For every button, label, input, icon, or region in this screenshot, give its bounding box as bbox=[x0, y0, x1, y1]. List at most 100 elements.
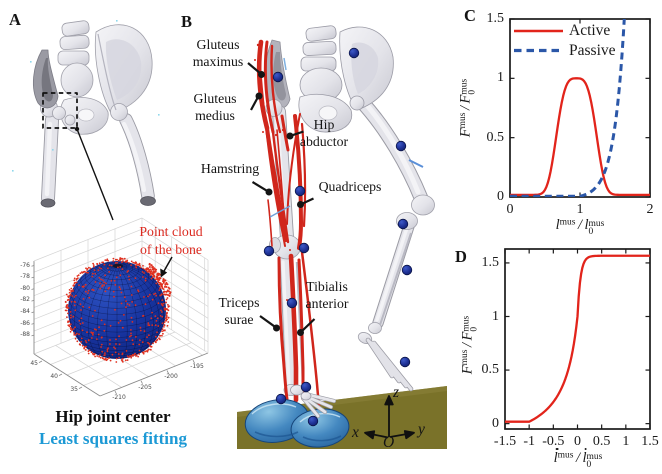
label-leader-lines-part bbox=[273, 324, 281, 332]
motion-capture-markers-part bbox=[272, 71, 284, 83]
point-cloud-part bbox=[99, 356, 102, 359]
label-leader-lines-part bbox=[255, 92, 263, 100]
point-cloud-part bbox=[88, 296, 91, 299]
point-cloud-part bbox=[158, 272, 161, 275]
leg-musculoskeletal-render-part bbox=[366, 338, 413, 391]
axis-label-y: y bbox=[418, 421, 425, 438]
muscle-lines-part bbox=[280, 114, 290, 152]
panel-label-b: B bbox=[181, 12, 193, 31]
motion-capture-markers-part bbox=[275, 393, 287, 405]
point-cloud-part bbox=[82, 305, 84, 308]
plot-d-xlabel-part-part: mus bbox=[586, 451, 603, 462]
point-cloud-part bbox=[98, 262, 101, 265]
x-tick-label: 0.5 bbox=[592, 434, 611, 449]
point-cloud-part bbox=[134, 262, 137, 265]
plot-c-xlabel-part: l bbox=[584, 217, 589, 233]
muscle-lines-part bbox=[293, 114, 303, 250]
feet-part bbox=[254, 431, 299, 438]
point-cloud-part bbox=[85, 271, 88, 274]
feet bbox=[244, 399, 350, 448]
point-cloud-part bbox=[159, 338, 161, 341]
muscle-lines-part bbox=[271, 130, 290, 244]
point-cloud-part bbox=[103, 263, 106, 266]
motion-capture-markers-part bbox=[397, 218, 409, 230]
point-cloud-part bbox=[106, 348, 109, 351]
point-cloud-part bbox=[153, 293, 155, 295]
point-cloud-part bbox=[148, 293, 151, 296]
point-cloud-part bbox=[155, 282, 158, 285]
plot-force-velocity bbox=[504, 248, 651, 430]
grid-line bbox=[141, 240, 209, 284]
point-cloud-part bbox=[129, 355, 131, 357]
sphere-y-tick: -205 bbox=[138, 383, 152, 391]
point-cloud-part bbox=[92, 262, 94, 265]
muscle-specks-part bbox=[269, 154, 271, 156]
tick bbox=[31, 288, 35, 290]
pelvis-3d-render-part-part bbox=[59, 34, 90, 51]
point-cloud-part bbox=[87, 339, 90, 342]
point-cloud-part bbox=[155, 335, 157, 338]
point-cloud-part bbox=[139, 339, 141, 341]
point-cloud-part bbox=[103, 281, 106, 284]
point-cloud-part bbox=[159, 314, 162, 317]
point-cloud-part bbox=[167, 286, 170, 289]
muscle-specks-part bbox=[289, 249, 291, 251]
point-cloud-part bbox=[151, 298, 154, 301]
pelvis-3d-render-part bbox=[140, 196, 156, 206]
point-cloud-part bbox=[121, 357, 124, 360]
leg-musculoskeletal-render-part-part bbox=[301, 396, 320, 418]
point-cloud-part bbox=[163, 321, 166, 324]
pelvis-3d-render bbox=[12, 20, 160, 221]
point-cloud-part bbox=[98, 276, 101, 279]
point-cloud-part bbox=[86, 331, 88, 334]
sphere-mesh-part bbox=[80, 273, 154, 297]
callout-arrow-point-cloud-part bbox=[162, 256, 173, 273]
muscle-lines-part bbox=[300, 122, 307, 228]
point-cloud-part bbox=[93, 269, 96, 272]
callout-arrow-point-cloud-part bbox=[160, 268, 168, 278]
point-cloud-part bbox=[110, 264, 113, 267]
point-cloud-part bbox=[134, 277, 137, 279]
caption-least-squares-fitting: Least squares fitting bbox=[39, 429, 187, 448]
coordinate-frame-part bbox=[371, 433, 389, 439]
point-cloud-part bbox=[130, 332, 132, 335]
plot-c-xlabel-part-part: 0 bbox=[588, 226, 594, 237]
point-cloud-part bbox=[134, 264, 137, 267]
point-cloud-part bbox=[164, 329, 166, 332]
motion-capture-markers-part bbox=[348, 47, 360, 59]
point-cloud-part bbox=[114, 347, 117, 350]
point-cloud-part bbox=[77, 277, 79, 279]
leg-musculoskeletal-render-part bbox=[283, 57, 287, 71]
point-cloud-part bbox=[70, 289, 73, 292]
hip-joint-dashed-box bbox=[42, 92, 78, 129]
label-leader-lines-part bbox=[258, 70, 266, 78]
point-cloud-part bbox=[113, 279, 116, 282]
point-cloud-part bbox=[151, 268, 154, 271]
grid-line bbox=[141, 217, 209, 261]
point-cloud-part bbox=[137, 290, 140, 293]
point-cloud-part bbox=[119, 319, 122, 322]
sphere-z-tick: -84 bbox=[20, 307, 30, 315]
point-cloud-part bbox=[80, 337, 83, 340]
pelvis-3d-render-part-part bbox=[116, 20, 118, 22]
point-cloud-part bbox=[78, 319, 81, 322]
motion-capture-markers bbox=[263, 47, 413, 427]
point-cloud-part bbox=[78, 333, 80, 336]
coordinate-frame-part bbox=[403, 430, 415, 440]
y-tick-label: 0.5 bbox=[486, 129, 505, 145]
point-cloud-part bbox=[120, 291, 123, 294]
point-cloud-part bbox=[68, 325, 71, 328]
plot-c-xlabel-part: mus bbox=[559, 217, 576, 228]
point-cloud-part bbox=[150, 270, 153, 273]
point-cloud-part bbox=[82, 298, 85, 300]
grid-line bbox=[83, 342, 192, 386]
pelvis-3d-render-part-part bbox=[52, 149, 54, 151]
label-leader-lines-part bbox=[286, 132, 294, 140]
sphere-z-tick: -86 bbox=[20, 319, 30, 327]
point-cloud-part bbox=[68, 299, 71, 301]
point-cloud-part bbox=[84, 345, 87, 348]
plot-d-xlabel-part: l bbox=[554, 447, 559, 466]
point-cloud-part bbox=[150, 277, 153, 280]
point-cloud bbox=[64, 257, 172, 363]
